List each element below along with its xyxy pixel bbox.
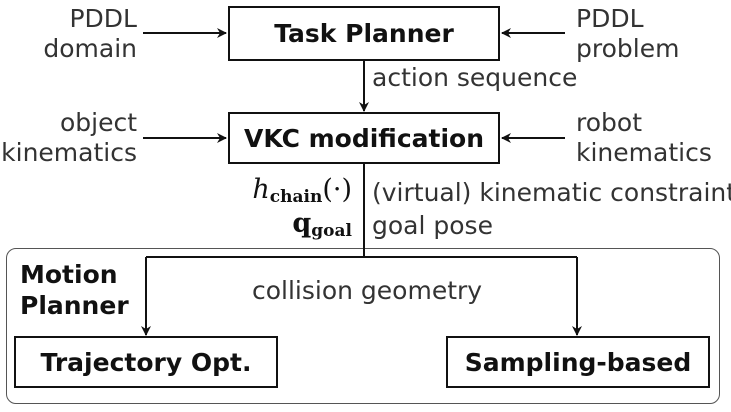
robot-kinematics-label: robot kinematics bbox=[576, 108, 712, 168]
robot-kinematics-line2: kinematics bbox=[576, 138, 712, 167]
sampling-based-box: Sampling-based bbox=[446, 336, 710, 388]
goal-pose-label: goal pose bbox=[372, 211, 493, 240]
pddl-problem-line1: PDDL bbox=[576, 4, 644, 33]
q-sub: goal bbox=[311, 221, 352, 241]
h-args: (·) bbox=[322, 174, 352, 205]
h-base: h bbox=[252, 174, 270, 205]
action-sequence-label: action sequence bbox=[372, 63, 578, 92]
trajectory-opt-box: Trajectory Opt. bbox=[14, 336, 278, 388]
h-chain-math: hchain(·) bbox=[252, 174, 352, 207]
pddl-domain-line2: domain bbox=[43, 34, 137, 63]
q-base: q bbox=[292, 208, 312, 239]
robot-kinematics-line1: robot bbox=[576, 108, 642, 137]
motion-planner-title-line2: Planner bbox=[20, 291, 129, 320]
pddl-domain-label: PDDL domain bbox=[43, 4, 137, 64]
motion-planner-title: Motion Planner bbox=[20, 259, 129, 321]
task-planner-box: Task Planner bbox=[228, 6, 500, 61]
object-kinematics-line1: object bbox=[59, 108, 137, 137]
h-sub: chain bbox=[269, 187, 323, 207]
kinematic-constraints-label: (virtual) kinematic constraints bbox=[372, 178, 731, 207]
q-goal-math: qgoal bbox=[292, 208, 352, 241]
pddl-problem-label: PDDL problem bbox=[576, 4, 679, 64]
collision-geometry-label: collision geometry bbox=[252, 276, 483, 305]
pddl-domain-line1: PDDL bbox=[69, 4, 137, 33]
object-kinematics-line2: kinematics bbox=[1, 138, 137, 167]
pddl-problem-line2: problem bbox=[576, 34, 680, 63]
vkc-modification-box: VKC modification bbox=[228, 112, 500, 164]
motion-planner-title-line1: Motion bbox=[20, 260, 118, 289]
object-kinematics-label: object kinematics bbox=[1, 108, 137, 168]
